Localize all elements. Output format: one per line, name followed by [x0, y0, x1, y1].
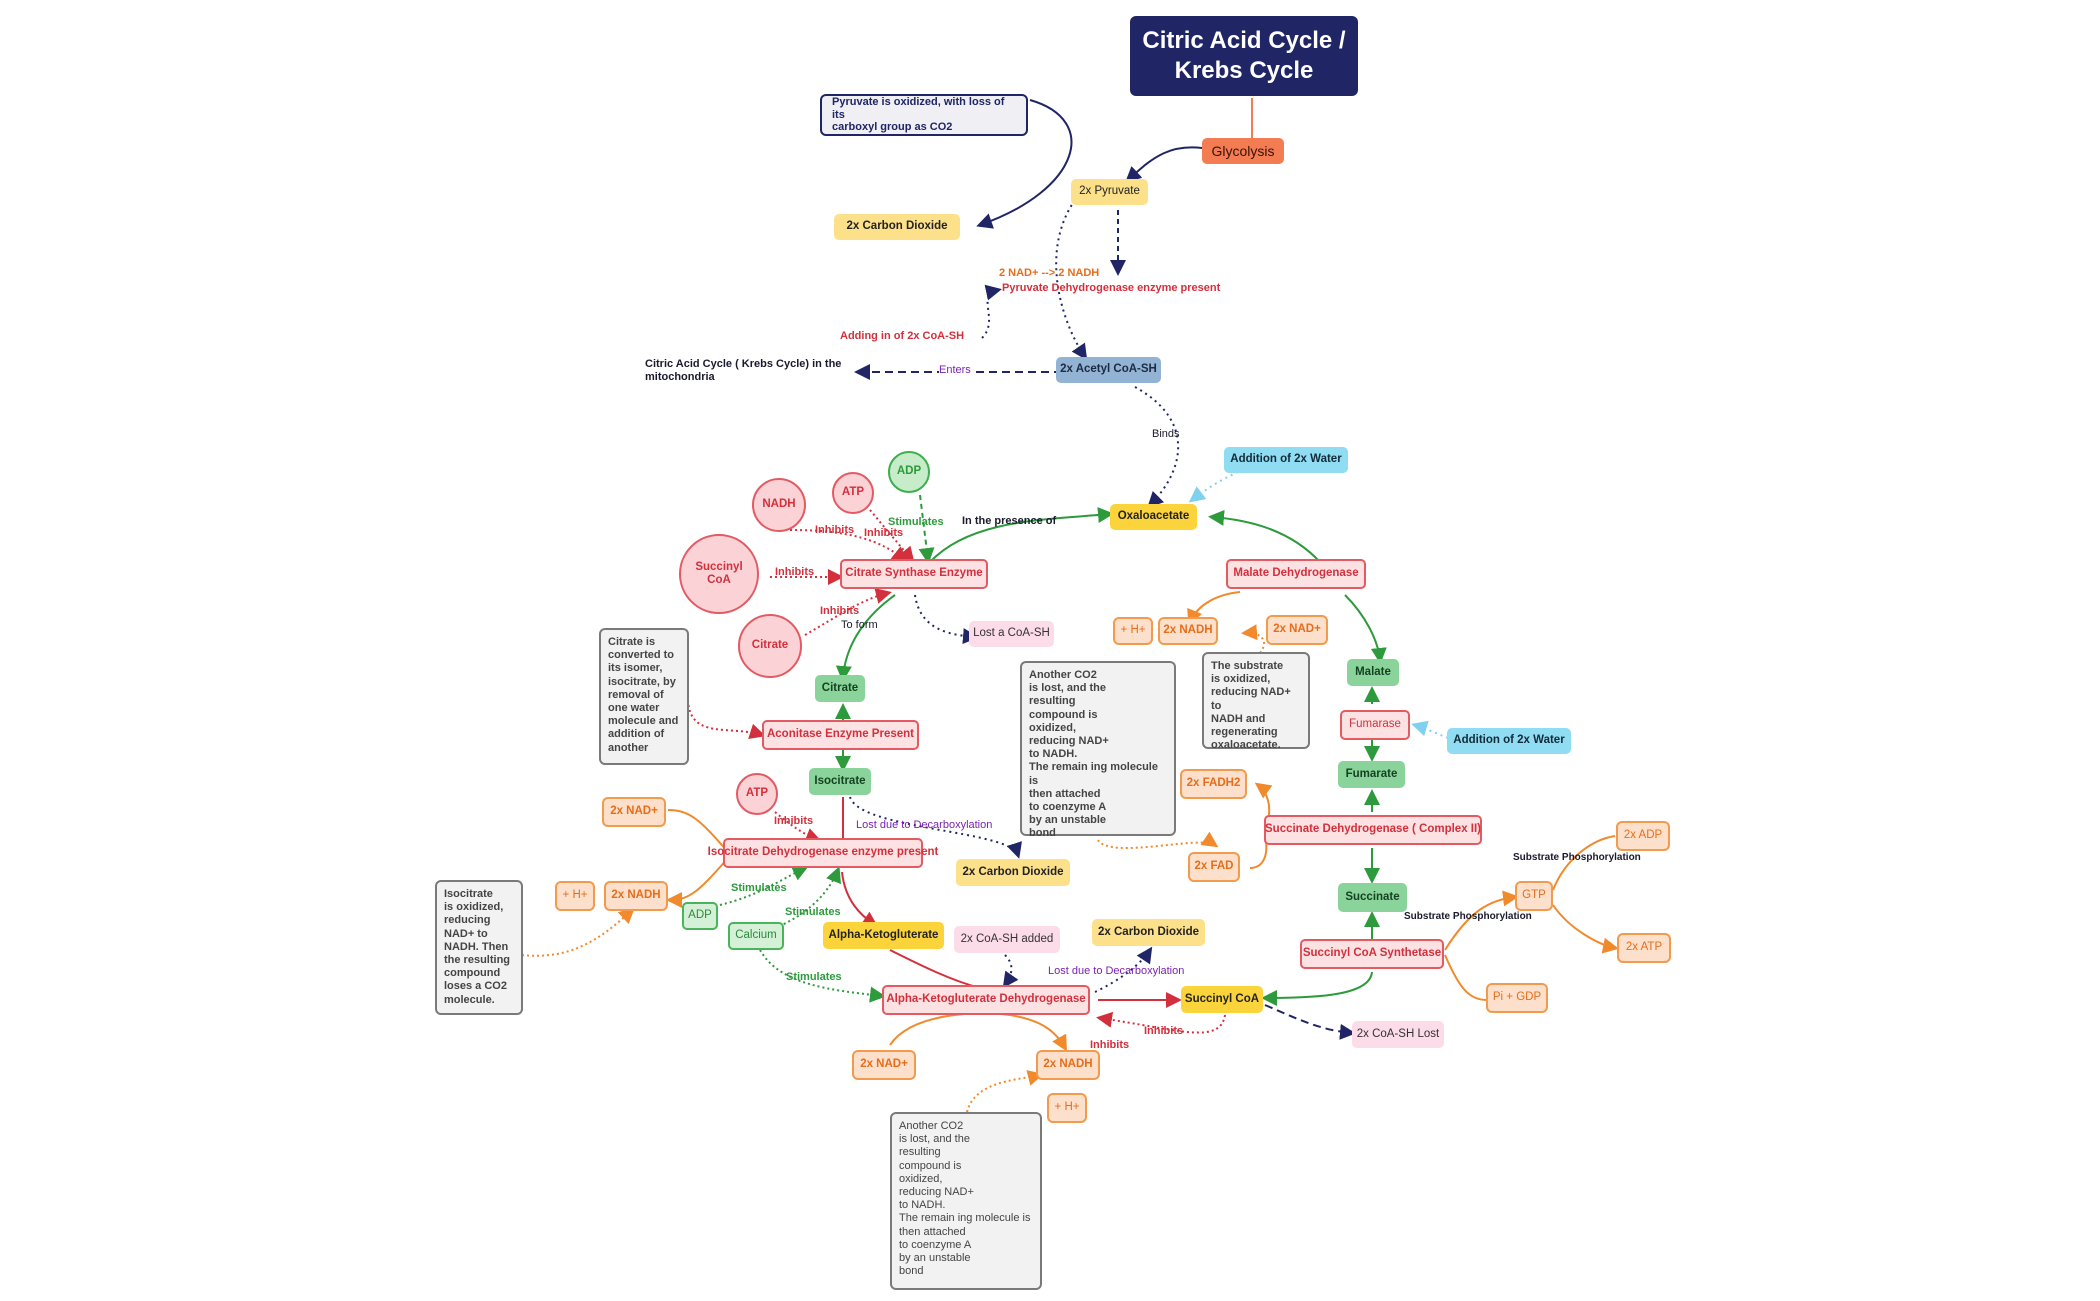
h-plus-2[interactable]: + H+ [555, 881, 595, 911]
lost-coa-node[interactable]: Lost a CoA-SH [969, 621, 1054, 647]
succinyl-coa-node[interactable]: Succinyl CoA [1181, 986, 1263, 1013]
coa-added-node[interactable]: 2x CoA-SH added [954, 926, 1060, 953]
atp-circle-2[interactable]: ATP [736, 773, 778, 815]
inhibits-sc-label: Inhibits [1144, 1025, 1184, 1037]
atp-circle[interactable]: ATP [832, 472, 874, 514]
malate-node[interactable]: Malate [1347, 659, 1399, 686]
fumarate-node[interactable]: Fumarate [1338, 761, 1405, 788]
co2-top-node[interactable]: 2x Carbon Dioxide [834, 214, 960, 240]
nad-2[interactable]: 2x NAD+ [602, 797, 666, 827]
succinate-node[interactable]: Succinate [1338, 883, 1407, 912]
nad-1[interactable]: 2x NAD+ [1266, 615, 1328, 645]
stimulates-label-2: Stimulates [731, 882, 787, 894]
stimulates-label-1: Stimulates [888, 516, 944, 528]
adp-2-node[interactable]: 2x ADP [1616, 821, 1670, 851]
in-presence-label: In the presence of [962, 515, 1057, 527]
subst-phos-label-1: Substrate Phosphorylation [1513, 852, 1641, 863]
h-plus-1[interactable]: + H+ [1113, 617, 1153, 645]
succinyl-synthetase-node[interactable]: Succinyl CoA Synthetase [1300, 939, 1444, 969]
succinyl-coa-circle[interactable]: Succinyl CoA [679, 534, 759, 614]
stimulates-label-3: Stimulates [785, 906, 841, 918]
fadh2-node[interactable]: 2x FADH2 [1180, 769, 1247, 799]
isocitrate-dh-node[interactable]: Isocitrate Dehydrogenase enzyme present [708, 838, 938, 868]
atp-2-node[interactable]: 2x ATP [1617, 933, 1671, 963]
enters-label: Enters [939, 364, 971, 376]
inhibits-citrate-label: Inhibits [820, 605, 860, 617]
adp-circle[interactable]: ADP [888, 451, 930, 493]
inhibits-atp2-label: Inhibits [774, 815, 814, 827]
citrate-synthase-node[interactable]: Citrate Synthase Enzyme [840, 559, 988, 589]
co2-mid-node[interactable]: 2x Carbon Dioxide [956, 859, 1070, 886]
nadh-3[interactable]: 2x NADH [1036, 1050, 1100, 1080]
nadh-1[interactable]: 2x NADH [1158, 617, 1218, 645]
inhibits-nadh-label: Inhibits [815, 524, 855, 536]
inhibits-sc-label-2: Inhibits [1090, 1039, 1130, 1051]
cac-mitochondria-text: Citric Acid Cycle ( Krebs Cycle) in the … [645, 358, 842, 384]
glycolysis-node[interactable]: Glycolysis [1202, 138, 1284, 164]
succinate-dh-node[interactable]: Succinate Dehydrogenase ( Complex II) [1264, 815, 1482, 845]
stimulates-label-4: Stimulates [786, 971, 842, 983]
co2-note-low: Another CO2 is lost, and the resulting c… [890, 1112, 1042, 1290]
nad-3[interactable]: 2x NAD+ [852, 1050, 916, 1080]
nad-nadh-label: 2 NAD+ --> 2 NADH [999, 267, 1100, 279]
isocitrate-note: Isocitrate is oxidized, reducing NAD+ to… [435, 880, 523, 1015]
subst-phos-label-2: Substrate Phosphorylation [1404, 911, 1532, 922]
inhibits-atp-label: Inhibits [864, 527, 904, 539]
pyruvate-node[interactable]: 2x Pyruvate [1071, 179, 1148, 205]
pi-gdp-node[interactable]: Pi + GDP [1486, 983, 1548, 1013]
co2-note-mid: Another CO2 is lost, and the resulting c… [1020, 661, 1176, 839]
fad-node[interactable]: 2x FAD [1188, 852, 1240, 882]
adding-coa-label: Adding in of 2x CoA-SH [840, 330, 965, 342]
h-plus-3[interactable]: + H+ [1047, 1093, 1087, 1123]
alpha-ketogluterate-node[interactable]: Alpha-Ketogluterate [823, 922, 944, 949]
binds-label: Binds [1152, 428, 1180, 440]
malate-dehydrogenase-node[interactable]: Malate Dehydrogenase [1226, 559, 1366, 589]
fumarase-node[interactable]: Fumarase [1340, 710, 1410, 740]
gtp-node[interactable]: GTP [1515, 881, 1553, 911]
to-form-label: To form [841, 619, 878, 631]
nadh-2[interactable]: 2x NADH [604, 881, 668, 911]
lost-decarb-label-1: Lost due to Decarboxylation [856, 819, 993, 831]
citrate-node[interactable]: Citrate [815, 675, 865, 702]
add-water-mid-node[interactable]: Addition of 2x Water [1447, 728, 1571, 754]
nadh-circle[interactable]: NADH [752, 478, 806, 532]
calcium-node[interactable]: Calcium [728, 922, 784, 950]
co2-low-node[interactable]: 2x Carbon Dioxide [1092, 919, 1205, 946]
akg-dh-node[interactable]: Alpha-Ketogluterate Dehydrogenase [882, 985, 1090, 1015]
malate-note: The substrate is oxidized, reducing NAD+… [1202, 652, 1310, 751]
citrate-circle[interactable]: Citrate [738, 614, 802, 678]
lost-decarb-label-2: Lost due to Decarboxylation [1048, 965, 1185, 977]
citrate-note: Citrate is converted to its isomer, isoc… [599, 628, 689, 765]
oxaloacetate-node[interactable]: Oxaloacetate [1110, 504, 1197, 530]
diagram-title: Citric Acid Cycle / Krebs Cycle [1130, 16, 1358, 96]
add-water-top-node[interactable]: Addition of 2x Water [1224, 447, 1348, 473]
pyruvate-oxidized-note: Pyruvate is oxidized, with loss of its c… [820, 94, 1028, 136]
isocitrate-node[interactable]: Isocitrate [809, 768, 871, 795]
pdh-present-label: Pyruvate Dehydrogenase enzyme present [1002, 282, 1221, 294]
coa-lost-node[interactable]: 2x CoA-SH Lost [1352, 1021, 1444, 1048]
adp-box[interactable]: ADP [682, 902, 718, 930]
acetyl-coa-node[interactable]: 2x Acetyl CoA-SH [1056, 357, 1161, 383]
inhibits-succinyl-label: Inhibits [775, 566, 815, 578]
aconitase-node[interactable]: Aconitase Enzyme Present [762, 720, 919, 750]
